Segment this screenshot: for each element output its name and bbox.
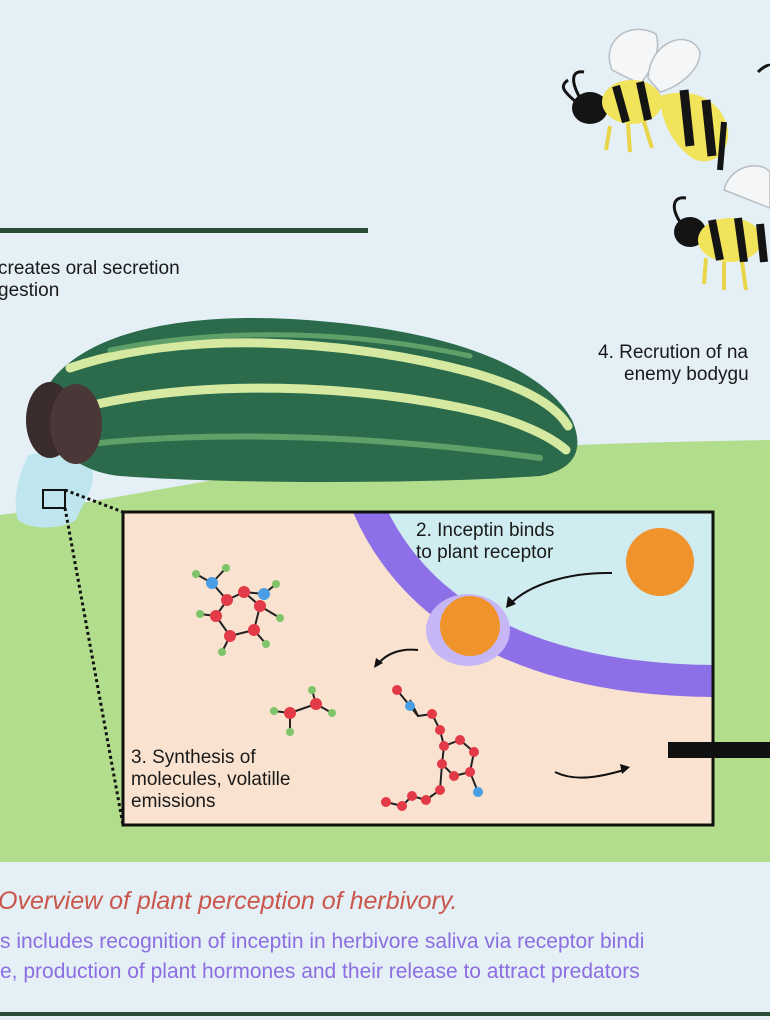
bound-inceptin <box>440 596 500 656</box>
caption-title: Overview of plant perception of herbivor… <box>0 887 458 915</box>
caption-line-2: e, production of plant hormones and thei… <box>0 960 640 983</box>
black-bar <box>668 742 770 758</box>
emission-arrow <box>554 769 625 779</box>
wasp-icon <box>672 165 770 291</box>
caterpillar-icon <box>26 318 578 482</box>
bottom-rule <box>0 1012 770 1016</box>
divider-line <box>0 228 368 233</box>
free-inceptin <box>626 528 694 596</box>
step3-label: 3. Synthesis of molecules, volatille emi… <box>131 747 291 812</box>
wasp-icon <box>561 28 729 171</box>
binding-arrow <box>509 571 613 605</box>
step2-label: 2. Inceptin binds to plant receptor <box>416 520 555 563</box>
step4-label: 4. Recrution of na enemy bodygu <box>598 342 749 385</box>
step1-label: creates oral secretion gestion <box>0 258 180 301</box>
zoom-box <box>42 489 66 509</box>
caption-line-1: s includes recognition of inceptin in he… <box>0 930 645 953</box>
